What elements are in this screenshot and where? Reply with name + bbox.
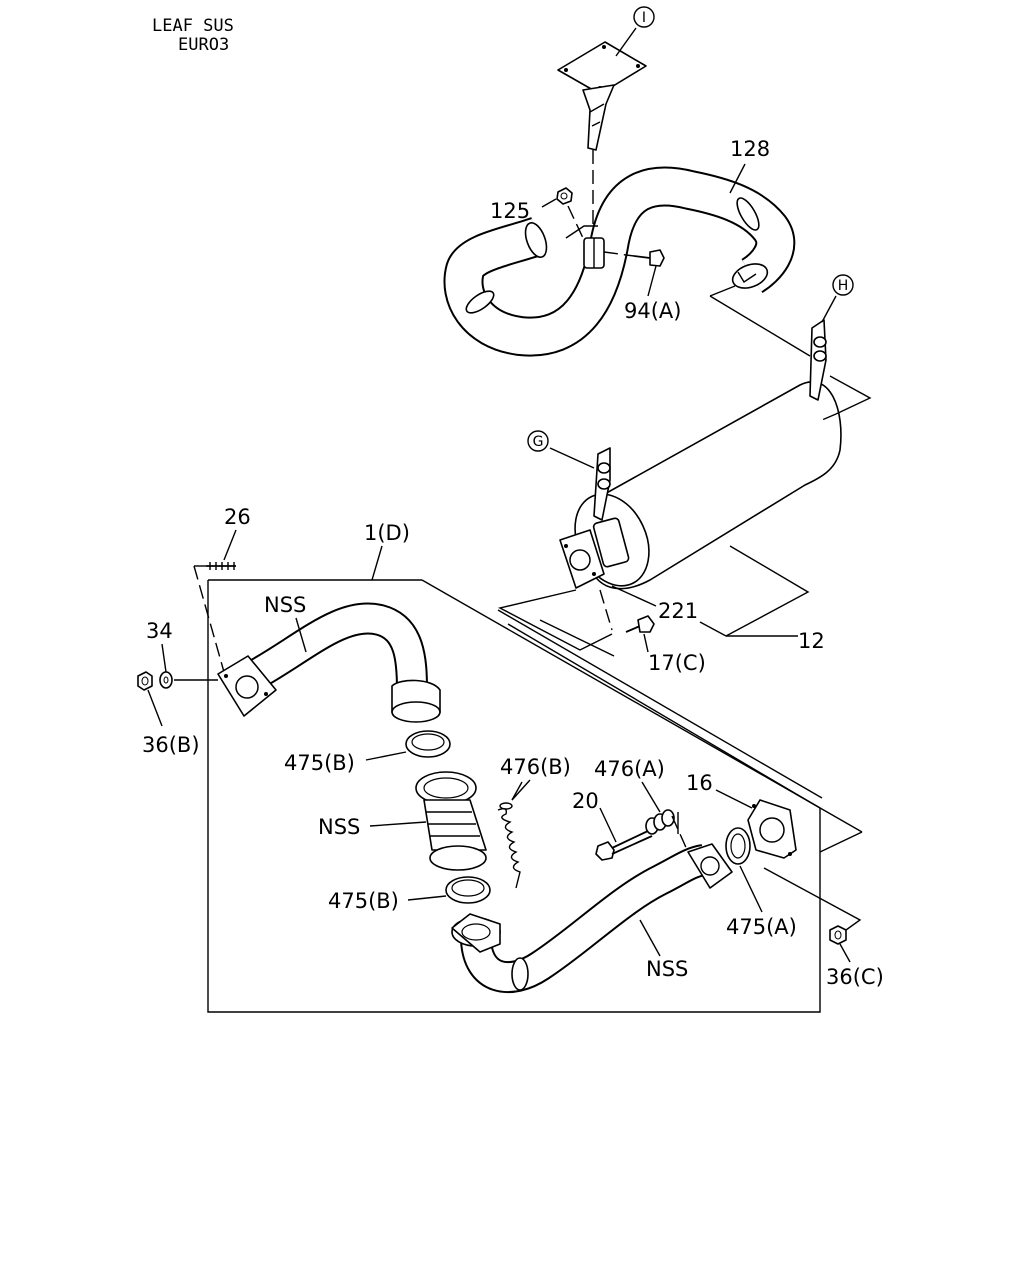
label-nss-mid: NSS bbox=[318, 815, 360, 839]
callout-i-text: I bbox=[642, 10, 646, 26]
front-pipe-lower[interactable] bbox=[451, 843, 733, 994]
leader-476a bbox=[641, 781, 661, 813]
nut-125[interactable] bbox=[556, 187, 573, 205]
flange-conn-2 bbox=[539, 619, 615, 657]
leader-1d bbox=[371, 545, 383, 581]
leader-h bbox=[821, 295, 837, 323]
leader-36c bbox=[839, 943, 851, 963]
leader-20 bbox=[599, 807, 617, 843]
leader-36b bbox=[147, 689, 163, 727]
gasket-475b-lower[interactable] bbox=[445, 876, 491, 904]
leader-475b-upper bbox=[365, 751, 407, 761]
tailpipe-conn-2 bbox=[709, 295, 811, 357]
header-line-2: EURO3 bbox=[178, 35, 229, 55]
hanger-h[interactable] bbox=[809, 319, 827, 401]
leader-128 bbox=[729, 163, 746, 194]
assembly-1d-frame bbox=[207, 579, 863, 1013]
callout-h-text: H bbox=[838, 278, 849, 294]
label-20: 20 bbox=[572, 789, 599, 813]
label-36b: 36(B) bbox=[142, 733, 200, 757]
top-hanger-bracket[interactable] bbox=[557, 41, 647, 151]
label-128: 128 bbox=[730, 137, 770, 161]
label-476a: 476(A) bbox=[594, 757, 665, 781]
leader-nss-mid bbox=[369, 821, 427, 827]
leader-nss-upper bbox=[295, 617, 307, 653]
leader-94a bbox=[647, 265, 657, 297]
label-12: 12 bbox=[798, 629, 825, 653]
bolt-94a-dash bbox=[603, 251, 635, 257]
flex-bellows[interactable] bbox=[415, 771, 487, 871]
hanger-h-conn bbox=[829, 375, 872, 415]
tail-pipe-128[interactable] bbox=[443, 166, 796, 357]
leader-26 bbox=[223, 529, 237, 561]
label-94a: 94(A) bbox=[624, 299, 681, 323]
label-1d: 1(D) bbox=[364, 521, 410, 545]
leader-475b-lower bbox=[407, 895, 447, 901]
nut-125-dash bbox=[567, 205, 584, 239]
label-476b: 476(B) bbox=[500, 755, 571, 779]
nut-36c[interactable] bbox=[829, 925, 847, 945]
hanger-g[interactable] bbox=[593, 447, 611, 521]
leader-34 bbox=[161, 643, 167, 673]
label-475a: 475(A) bbox=[726, 915, 797, 939]
label-nss-lower: NSS bbox=[646, 957, 688, 981]
front-pipe-upper[interactable] bbox=[217, 602, 441, 723]
nut-36c-conn bbox=[763, 867, 862, 931]
label-34: 34 bbox=[146, 619, 173, 643]
stud-26[interactable] bbox=[206, 562, 236, 570]
leader-476b bbox=[511, 779, 531, 801]
label-475b-lower: 475(B) bbox=[328, 889, 399, 913]
label-221: 221 bbox=[658, 599, 698, 623]
label-17c: 17(C) bbox=[648, 651, 706, 675]
callout-h: H bbox=[832, 274, 854, 296]
flange-conn bbox=[498, 589, 613, 651]
bracket-connector bbox=[565, 225, 598, 239]
muffler-12-bracket bbox=[699, 545, 810, 637]
leader-16 bbox=[715, 789, 753, 809]
gasket-475a[interactable] bbox=[725, 827, 751, 865]
callout-g-text: G bbox=[533, 434, 544, 450]
bolt-17c-dash bbox=[599, 589, 613, 631]
bolt-17c[interactable] bbox=[625, 615, 655, 633]
leader-g bbox=[549, 447, 595, 469]
callout-i: I bbox=[633, 6, 655, 28]
label-125: 125 bbox=[490, 199, 530, 223]
tailpipe-conn-1 bbox=[709, 285, 736, 297]
leader-17c bbox=[643, 633, 649, 653]
callout-g: G bbox=[527, 430, 549, 452]
nut-36b[interactable] bbox=[137, 671, 153, 691]
label-475b-upper: 475(B) bbox=[284, 751, 355, 775]
label-26: 26 bbox=[224, 505, 251, 529]
flange-16[interactable] bbox=[747, 799, 797, 859]
label-16: 16 bbox=[686, 771, 713, 795]
spring-476b[interactable] bbox=[497, 781, 523, 889]
leader-221 bbox=[611, 585, 657, 607]
leader-475a bbox=[739, 865, 763, 913]
muffler-12[interactable] bbox=[559, 381, 842, 598]
washer-34[interactable] bbox=[159, 671, 173, 689]
label-nss-upper: NSS bbox=[264, 593, 306, 617]
spring-476a-dash bbox=[671, 815, 689, 853]
bolt-20[interactable] bbox=[595, 829, 653, 861]
header-line-1: LEAF SUS bbox=[152, 16, 234, 36]
leader-125 bbox=[541, 198, 557, 208]
hanger-h-dash bbox=[821, 413, 837, 421]
label-36c: 36(C) bbox=[826, 965, 884, 989]
leader-nss-lower bbox=[639, 919, 661, 957]
leader-i bbox=[615, 27, 637, 57]
spring-476a[interactable] bbox=[645, 809, 675, 835]
gasket-475b-upper[interactable] bbox=[405, 730, 451, 758]
stud-26-dash bbox=[193, 565, 225, 673]
bolt-94a[interactable] bbox=[633, 249, 665, 267]
